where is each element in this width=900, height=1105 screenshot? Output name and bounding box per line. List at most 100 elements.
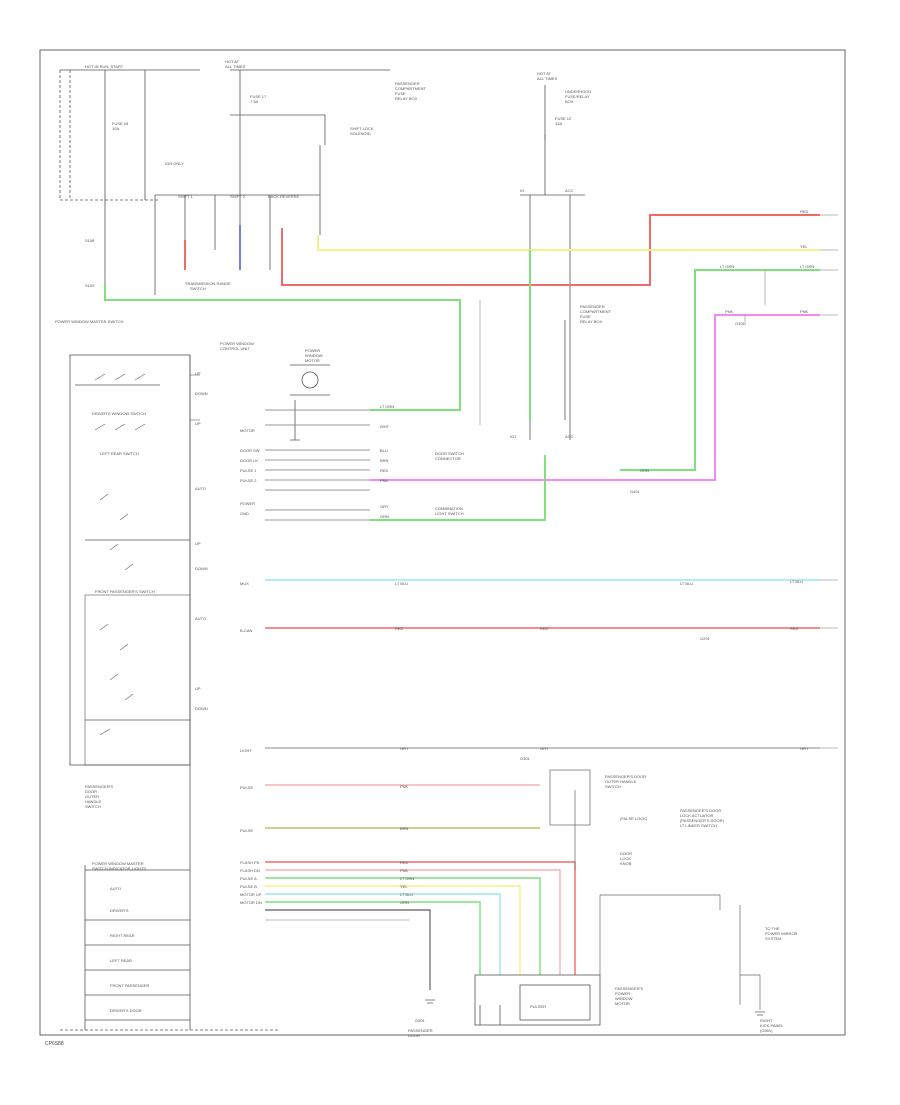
svg-text:RED: RED (540, 626, 549, 631)
top-left-fuse-area (59, 69, 390, 300)
lower-bus-wires (265, 861, 576, 990)
svg-text:S108: S108 (85, 238, 95, 243)
svg-text:FRONT PASSENGER'S SWITCH: FRONT PASSENGER'S SWITCH (95, 589, 155, 594)
svg-text:G301: G301 (520, 756, 531, 761)
svg-text:HOT AT: HOT AT (225, 59, 240, 64)
svg-text:RED: RED (400, 860, 409, 865)
svg-text:POWER: POWER (305, 348, 320, 353)
svg-text:FUSE 17: FUSE 17 (250, 94, 267, 99)
svg-text:LEFT REAR SWITCH: LEFT REAR SWITCH (100, 451, 139, 456)
svg-text:LIGHT SWITCH: LIGHT SWITCH (435, 511, 464, 516)
svg-text:(G551): (G551) (760, 1028, 773, 1033)
svg-text:PASSENGER'S: PASSENGER'S (85, 784, 113, 789)
svg-text:AUTO: AUTO (110, 886, 121, 891)
svg-text:LEFT REAR: LEFT REAR (110, 958, 132, 963)
footer-code: CP6S88 (45, 1041, 64, 1047)
svg-text:10A: 10A (112, 126, 119, 131)
svg-text:G501: G501 (415, 1018, 426, 1023)
svg-text:DOOR SW: DOOR SW (240, 448, 260, 453)
svg-text:POWER WINDOW MASTER SWITCH: POWER WINDOW MASTER SWITCH (55, 319, 124, 324)
mid-wire-text: MUX B-CAN LT BLU RED RED LT BLU LT BLU R… (240, 579, 803, 641)
svg-text:LT BLU: LT BLU (395, 581, 408, 586)
svg-text:DRIVER'S WINDOW SWITCH: DRIVER'S WINDOW SWITCH (92, 411, 146, 416)
svg-text:UP: UP (195, 421, 201, 426)
svg-text:OUTER: OUTER (85, 794, 99, 799)
svg-text:COMBINATION: COMBINATION (435, 506, 463, 511)
svg-text:SHIFT LOCK: SHIFT LOCK (350, 126, 374, 131)
svg-text:LT GRN: LT GRN (400, 876, 414, 881)
svg-text:SWITCH: SWITCH (85, 804, 101, 809)
passenger-window-motor-box (474, 974, 601, 1026)
switch-contacts (94, 373, 200, 736)
left-panel-text: POWER WINDOW MASTER SWITCH DRIVER'S WIND… (55, 319, 323, 1013)
svg-text:COMPARTMENT: COMPARTMENT (395, 86, 427, 91)
svg-text:FUSE/RELAY: FUSE/RELAY (565, 94, 590, 99)
svg-text:BRN: BRN (400, 826, 409, 831)
svg-text:GRY: GRY (800, 746, 809, 751)
svg-text:WINDOW: WINDOW (305, 353, 323, 358)
svg-text:AUTO: AUTO (195, 486, 206, 491)
svg-text:GRN: GRN (380, 514, 389, 519)
svg-text:MOTOR UP: MOTOR UP (240, 892, 262, 897)
svg-text:(FALSE LOCK): (FALSE LOCK) (620, 816, 648, 821)
svg-text:PNK: PNK (380, 478, 389, 483)
svg-text:PASSENGER: PASSENGER (580, 304, 605, 309)
svg-text:RIGHT REAR: RIGHT REAR (110, 933, 135, 938)
svg-text:LIGHT: LIGHT (240, 748, 252, 753)
svg-text:PASSENGER'S DOOR: PASSENGER'S DOOR (605, 774, 646, 779)
top-right-text: HOT AT ALL TIMES UNDERHOOD FUSE/RELAY BO… (510, 71, 612, 439)
svg-text:UNDERHOOD: UNDERHOOD (565, 89, 591, 94)
svg-text:G201: G201 (700, 636, 711, 641)
svg-text:KICK PANEL: KICK PANEL (760, 1023, 784, 1028)
svg-text:POWER MIRROR: POWER MIRROR (765, 931, 798, 936)
svg-text:RED: RED (790, 626, 799, 631)
svg-text:FLASH PD: FLASH PD (240, 860, 260, 865)
svg-text:WINDOW: WINDOW (615, 996, 633, 1001)
svg-text:PULSER: PULSER (530, 1004, 546, 1009)
thin-wires-right (479, 270, 766, 425)
svg-text:(PASSENGER'S DOOR): (PASSENGER'S DOOR) (680, 818, 724, 823)
svg-text:LOCK ACTUATOR: LOCK ACTUATOR (680, 813, 714, 818)
svg-text:B-CAN: B-CAN (240, 628, 253, 633)
svg-text:YEL: YEL (800, 244, 808, 249)
svg-text:SWITCH: SWITCH (605, 784, 621, 789)
svg-text:PULSE B: PULSE B (240, 884, 257, 889)
svg-text:HOT IN RUN, START: HOT IN RUN, START (85, 64, 124, 69)
svg-text:PNK: PNK (400, 784, 409, 789)
svg-text:SHIFT 2: SHIFT 2 (230, 194, 246, 199)
svg-text:BACK REVERSE: BACK REVERSE (268, 194, 299, 199)
svg-text:DOOR: DOOR (408, 1033, 420, 1038)
svg-text:DOWN: DOWN (195, 391, 208, 396)
svg-text:IG: IG (520, 188, 524, 193)
lower-section-text: LIGHT PULSE PULSE FLASH PD FLASH DN PULS… (240, 746, 809, 1038)
ground-symbols (290, 439, 765, 1016)
svg-text:FRONT PASSENGER: FRONT PASSENGER (110, 983, 150, 988)
svg-text:G301: G301 (735, 321, 746, 326)
svg-text:BOX: BOX (565, 99, 574, 104)
svg-text:15A: 15A (555, 121, 562, 126)
svg-text:ACC: ACC (565, 188, 574, 193)
svg-text:LT LINKER SWITCH: LT LINKER SWITCH (680, 823, 717, 828)
svg-text:ALL TIMES: ALL TIMES (225, 64, 246, 69)
svg-text:LT BLU: LT BLU (680, 581, 693, 586)
svg-text:DOOR SWITCH: DOOR SWITCH (435, 451, 464, 456)
passenger-door-switch (549, 769, 761, 1010)
svg-text:LT GRN: LT GRN (800, 264, 814, 269)
svg-text:DOOR: DOOR (620, 851, 632, 856)
svg-text:GRY: GRY (400, 746, 409, 751)
svg-text:RELAY BOX: RELAY BOX (395, 96, 418, 101)
svg-text:RED: RED (800, 209, 809, 214)
svg-text:DOWN: DOWN (195, 706, 208, 711)
right-connector-stubs (820, 214, 838, 749)
svg-text:IG1: IG1 (510, 434, 517, 439)
svg-text:UP: UP (195, 371, 201, 376)
control-unit-lines (265, 409, 370, 521)
svg-text:SYSTEM: SYSTEM (765, 936, 781, 941)
svg-text:MOTOR: MOTOR (615, 1001, 630, 1006)
svg-text:PNK: PNK (400, 868, 409, 873)
svg-text:COMPARTMENT: COMPARTMENT (580, 309, 612, 314)
svg-text:BRN: BRN (380, 458, 389, 463)
green-wire-main (104, 250, 820, 521)
svg-text:POWER: POWER (240, 501, 255, 506)
